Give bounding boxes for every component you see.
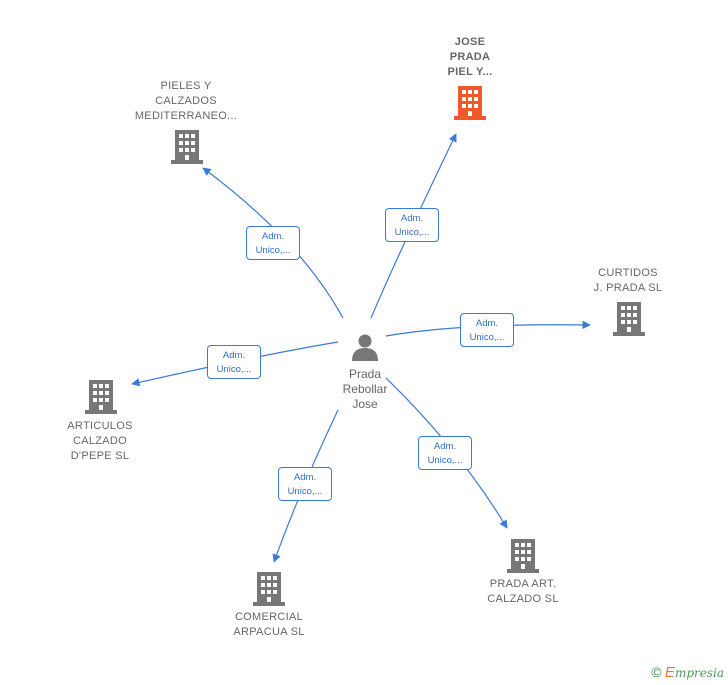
node-line: PIELES Y (160, 80, 212, 92)
copyright-symbol: © (651, 664, 662, 680)
person-icon[interactable] (350, 332, 380, 362)
node-label-articulos[interactable]: ARTICULOS CALZADO D'PEPE SL (50, 419, 150, 464)
edge-role: Adm. (400, 213, 424, 224)
node-line: MEDITERRANEO... (134, 110, 238, 122)
building-icon[interactable] (507, 537, 539, 573)
center-name-line-2: Rebollar (342, 382, 388, 396)
edge-label-curtidos[interactable]: Adm. Unico,... (460, 313, 514, 347)
edge-role: Adm. (475, 318, 499, 329)
center-name-line-3: Jose (352, 397, 378, 411)
building-icon[interactable] (454, 84, 486, 120)
node-line: ARPACUA SL (233, 626, 305, 638)
edge-role: Adm. (261, 231, 285, 242)
node-line: D'PEPE SL (70, 450, 130, 462)
brand-logo-letter: E (664, 664, 675, 681)
brand-logo-text: mpresia (674, 666, 724, 680)
edge-label-prada-art[interactable]: Adm. Unico,... (418, 436, 472, 470)
node-line: CALZADOS (155, 95, 217, 107)
node-line: PRADA ART. (489, 578, 557, 590)
center-person-name[interactable]: Prada Rebollar Jose (325, 367, 405, 412)
edge-role-detail: Unico,... (255, 245, 291, 256)
node-line: J. PRADA SL (593, 282, 663, 294)
node-line: JOSE (454, 36, 486, 48)
edge-role: Adm. (293, 472, 317, 483)
node-line: ARTICULOS (67, 420, 133, 432)
edge-label-pieles[interactable]: Adm. Unico,... (246, 226, 300, 260)
building-icon[interactable] (85, 378, 117, 414)
node-line: CALZADO (72, 435, 128, 447)
edge-role-detail: Unico,... (394, 227, 430, 238)
edge-role-detail: Unico,... (216, 364, 252, 375)
node-label-comercial[interactable]: COMERCIAL ARPACUA SL (214, 610, 324, 640)
footer-brand: © Empresia (651, 664, 724, 681)
edge-label-comercial[interactable]: Adm. Unico,... (278, 467, 332, 501)
edge-role-detail: Unico,... (287, 486, 323, 497)
building-icon[interactable] (613, 300, 645, 336)
edge-label-jose-prada[interactable]: Adm. Unico,... (385, 208, 439, 242)
edge-role: Adm. (222, 350, 246, 361)
node-line: PIEL Y... (447, 66, 493, 78)
edge-label-articulos[interactable]: Adm. Unico,... (207, 345, 261, 379)
node-label-curtidos[interactable]: CURTIDOS J. PRADA SL (573, 266, 683, 296)
node-label-prada-art[interactable]: PRADA ART. CALZADO SL (468, 577, 578, 607)
edge-role: Adm. (433, 441, 457, 452)
node-line: PRADA (449, 51, 491, 63)
center-name-line-1: Prada (348, 367, 382, 381)
building-icon[interactable] (253, 570, 285, 606)
edge-role-detail: Unico,... (427, 455, 463, 466)
node-label-pieles[interactable]: PIELES Y CALZADOS MEDITERRANEO... (126, 79, 246, 124)
node-label-jose-prada[interactable]: JOSE PRADA PIEL Y... (420, 35, 520, 80)
building-icon[interactable] (171, 128, 203, 164)
node-line: CALZADO SL (487, 593, 559, 605)
edge-role-detail: Unico,... (469, 332, 505, 343)
node-line: CURTIDOS (598, 267, 658, 279)
node-line: COMERCIAL (234, 611, 304, 623)
